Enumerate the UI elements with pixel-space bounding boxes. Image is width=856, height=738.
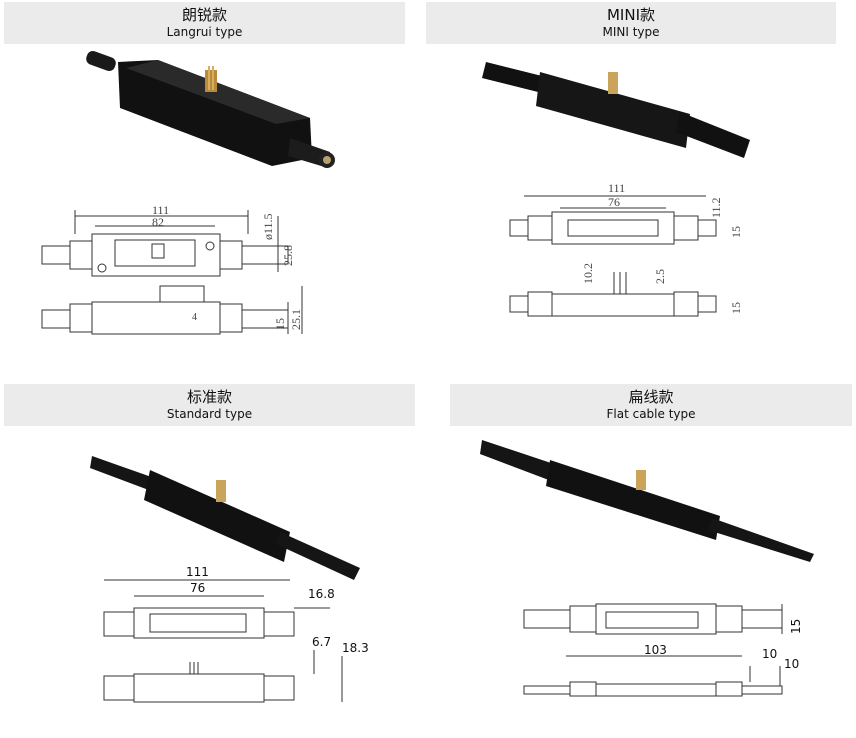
flat-top-view [523,603,783,635]
panel-title-cn: 朗锐款 [181,6,227,24]
dim-label: 111 [152,203,169,217]
dim-label: 11.2 [709,197,723,218]
standard-illustration: 111 76 16.8 6.7 18.3 [90,456,369,703]
panel-title-cn: 标准款 [186,388,232,406]
langrui-top-view [41,210,289,277]
flat-illustration: 15 103 10 10 [480,440,814,697]
dim-label: 15 [273,318,287,330]
dim-label: 2.5 [653,269,667,284]
dim-label: 10 [784,657,799,671]
langrui-product-photo [86,50,335,168]
panel-title-en: Langrui type [166,25,243,39]
flat-product-photo [480,440,814,562]
panel-header-flat: 扁线款 Flat cable type [450,384,852,426]
standard-side-view [103,650,343,703]
dim-label: 82 [152,215,164,229]
standard-top-view [103,579,330,639]
mini-illustration: 111 76 11.2 15 10.2 2.5 15 [482,62,750,317]
dim-label: 76 [608,195,620,209]
dim-label: ø11.5 [261,213,275,240]
panel-title-cn: 扁线款 [628,388,674,406]
flat-side-view [523,655,783,697]
panel-header-mini: MINI款 MINI type [426,2,836,44]
panel-title-en: Flat cable type [606,407,696,421]
panel-title-en: Standard type [166,407,253,421]
dim-label: 10 [762,647,777,661]
dim-label: 76 [190,581,205,595]
dim-label: 25.1 [289,309,303,330]
dim-label: 25.8 [281,245,295,266]
dim-label: 18.3 [342,641,369,655]
langrui-illustration: 111 82 ø11.5 25.8 15 25.1 4 [41,50,335,335]
mini-top-view [509,195,717,245]
mini-product-photo [482,62,750,158]
panel-header-langrui: 朗锐款 Langrui type [4,2,405,44]
dim-label: 16.8 [308,587,335,601]
dim-label: 111 [608,181,625,195]
standard-product-photo [90,456,360,580]
dim-label: 6.7 [312,635,331,649]
dim-label: 10.2 [581,263,595,284]
langrui-side-view [41,285,303,335]
dim-label: 103 [644,643,667,657]
dim-label: 15 [729,302,743,314]
dim-label: 4 [192,312,197,323]
panel-title-en: MINI type [602,25,660,39]
dim-label: 15 [789,619,803,634]
dim-label: 15 [729,226,743,238]
dim-label: 111 [186,565,209,579]
panel-title-cn: MINI款 [606,6,655,24]
panel-header-standard: 标准款 Standard type [4,384,415,426]
mini-side-view [509,272,717,317]
